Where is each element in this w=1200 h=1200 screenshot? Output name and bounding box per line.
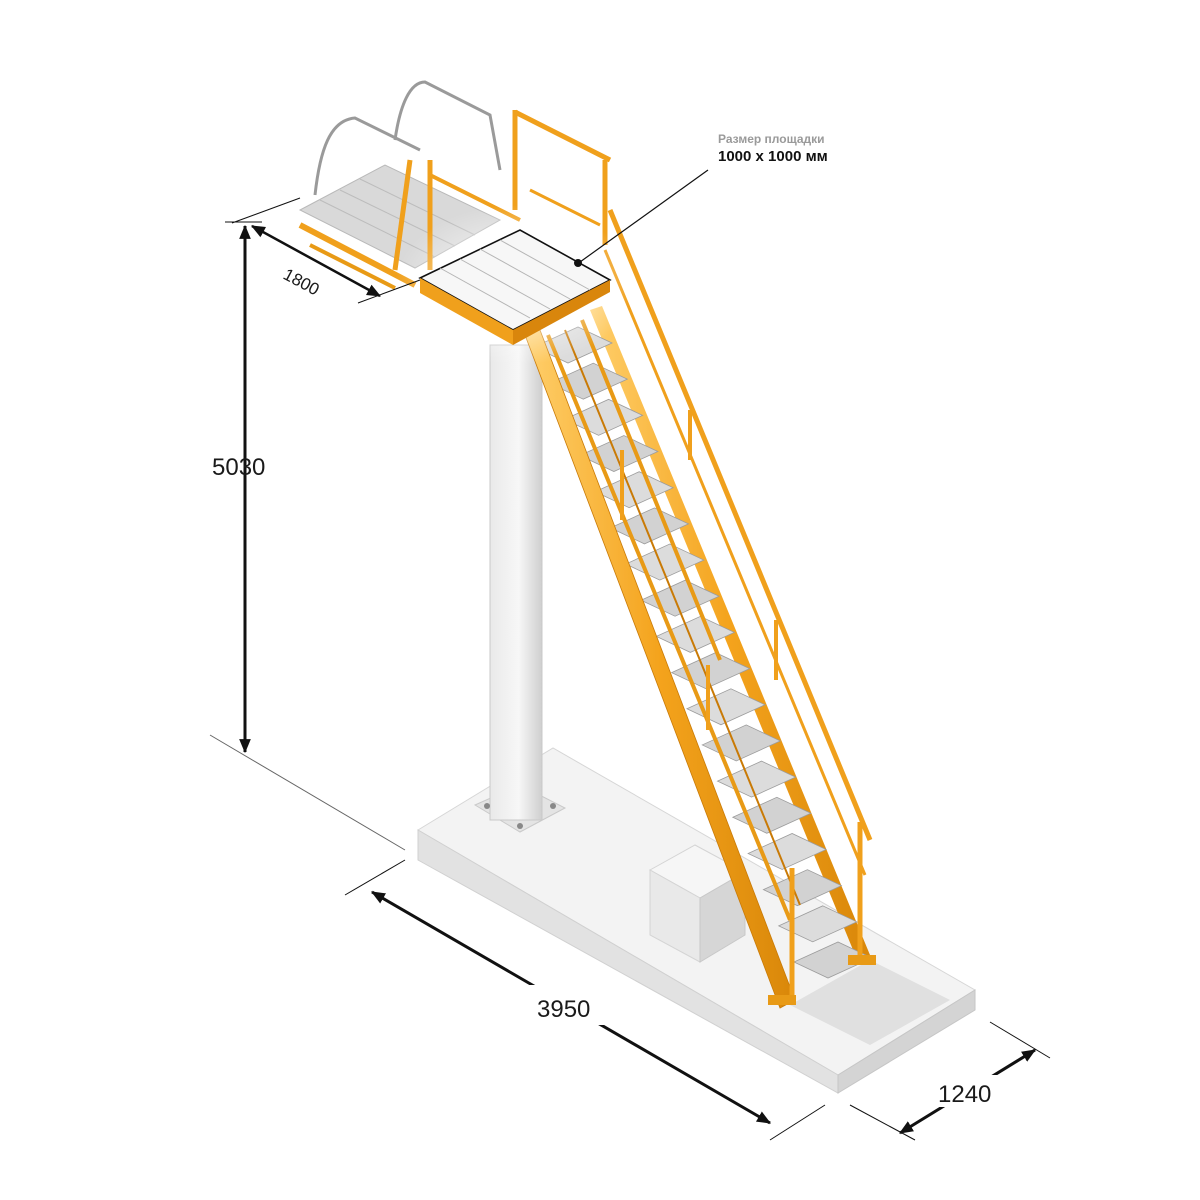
- support-column: [473, 344, 567, 833]
- stair: [524, 209, 876, 1009]
- callout-title: Размер площадки: [718, 132, 825, 146]
- callout-dot: [574, 259, 582, 267]
- dimension-length-label: 3950: [537, 996, 590, 1023]
- callout-value: 1000 x 1000 мм: [718, 148, 828, 165]
- dimension-base-width-label: 1240: [938, 1081, 991, 1108]
- stair-tread: [747, 833, 828, 870]
- platform-callout: Размер площадки 1000 x 1000 мм: [574, 132, 828, 267]
- upper-platform: [298, 80, 635, 365]
- stair-shadow: [790, 960, 950, 1045]
- base-side-face: [837, 989, 976, 1094]
- dimension-height-label: 5030: [212, 454, 265, 481]
- dimension-platform-width-label: 1800: [280, 265, 322, 300]
- platform-grating: [439, 239, 591, 319]
- dimension-length: 3950: [344, 859, 826, 1141]
- handrail-far: [607, 209, 873, 841]
- dimension-base-width: 1240: [849, 1021, 1051, 1141]
- stair-tread: [777, 905, 858, 943]
- dimension-height: 5030: [209, 221, 406, 851]
